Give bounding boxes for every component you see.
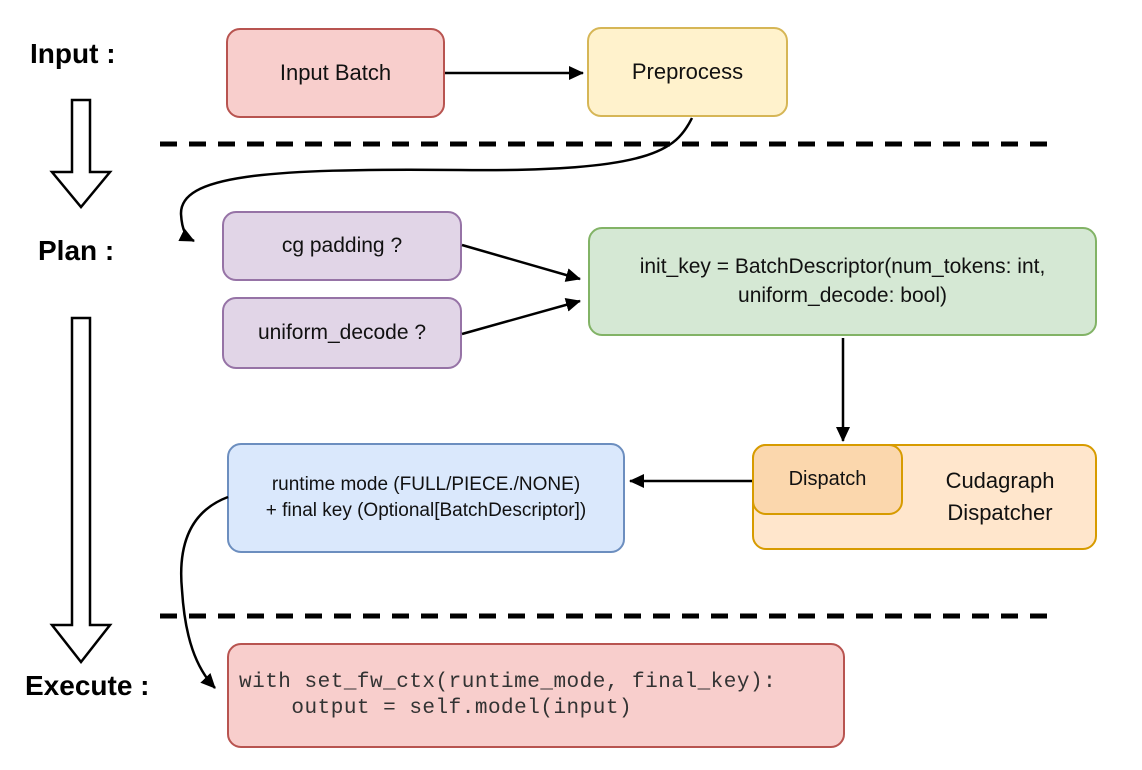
section-label-plan: Plan : bbox=[38, 235, 115, 266]
node-input-batch-label: Input Batch bbox=[279, 60, 392, 86]
node-init-key-line1: init_key = BatchDescriptor(num_tokens: i… bbox=[639, 255, 1046, 279]
section-label-input: Input : bbox=[30, 38, 116, 69]
node-cg-padding: cg padding ? bbox=[222, 211, 462, 281]
cudagraph-label-line2: Dispatcher bbox=[947, 500, 1053, 525]
node-dispatch-label: Dispatch bbox=[788, 468, 867, 490]
node-runtime-mode-line2: + final key (Optional[BatchDescriptor]) bbox=[265, 500, 587, 521]
node-runtime-mode: runtime mode (FULL/PIECE./NONE) + final … bbox=[227, 443, 625, 553]
section-label-execute: Execute : bbox=[25, 670, 150, 701]
node-runtime-mode-line1: runtime mode (FULL/PIECE./NONE) bbox=[271, 474, 581, 496]
node-cudagraph-dispatcher-label: Cudagraph Dispatcher bbox=[903, 444, 1097, 550]
arrow-uniform-decode-to-init-key bbox=[461, 298, 581, 336]
plan-to-execute-arrow bbox=[49, 316, 113, 665]
node-dispatch: Dispatch bbox=[752, 444, 903, 515]
node-cg-padding-label: cg padding ? bbox=[281, 233, 403, 257]
node-preprocess-label: Preprocess bbox=[631, 59, 744, 85]
node-init-key-line2: uniform_decode: bool) bbox=[738, 283, 947, 307]
arrow-runtime-mode-to-execute-code bbox=[179, 495, 229, 689]
cudagraph-label-line1: Cudagraph bbox=[945, 468, 1055, 494]
code-line-1: with set_fw_ctx(runtime_mode, final_key)… bbox=[239, 670, 777, 694]
input-to-plan-arrow bbox=[49, 98, 113, 209]
node-uniform-decode-label: uniform_decode ? bbox=[257, 320, 427, 344]
node-uniform-decode: uniform_decode ? bbox=[222, 297, 462, 369]
node-execute-code: with set_fw_ctx(runtime_mode, final_key)… bbox=[227, 643, 845, 748]
code-line-2: output = self.model(input) bbox=[239, 696, 633, 720]
arrow-cg-padding-to-init-key bbox=[461, 243, 581, 282]
node-preprocess: Preprocess bbox=[587, 27, 788, 117]
node-input-batch: Input Batch bbox=[226, 28, 445, 118]
node-init-key: init_key = BatchDescriptor(num_tokens: i… bbox=[588, 227, 1097, 336]
